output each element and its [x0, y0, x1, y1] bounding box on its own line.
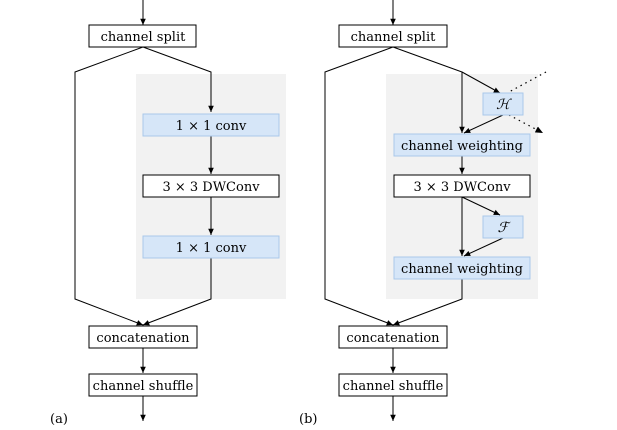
conv1x1-top-node-a: 1 × 1 conv: [142, 113, 280, 137]
channel-shuffle-node-a: channel shuffle: [88, 373, 198, 397]
channel-weighting-bottom-label-b: channel weighting: [401, 262, 523, 277]
concatenation-node-a: concatenation: [88, 325, 198, 349]
subfigure-a: channel split 1 × 1 conv 3 × 3 DWConv 1 …: [50, 0, 286, 427]
edge-f-weight2-b: [463, 237, 504, 257]
channel-shuffle-label-b: channel shuffle: [343, 379, 444, 394]
edge-conv2-concat-a: [142, 258, 212, 326]
concatenation-label-b: concatenation: [346, 331, 440, 346]
caption-a: (a): [50, 412, 68, 427]
h-function-label-b: ℋ: [496, 97, 512, 113]
channel-weighting-bottom-node-b: channel weighting: [393, 256, 531, 280]
dwconv-node-b: 3 × 3 DWConv: [393, 174, 531, 198]
edge-split-left-b: [324, 46, 394, 326]
dwconv-node-a: 3 × 3 DWConv: [142, 174, 280, 198]
edge-split-h-b: [461, 71, 501, 94]
channel-weighting-top-node-b: channel weighting: [393, 133, 531, 157]
conv1x1-bottom-label-a: 1 × 1 conv: [176, 241, 247, 256]
edge-split-left-a: [74, 46, 144, 326]
channel-split-label-b: channel split: [351, 30, 436, 45]
channel-shuffle-label-a: channel shuffle: [93, 379, 194, 394]
dwconv-label-a: 3 × 3 DWConv: [162, 180, 260, 195]
dwconv-label-b: 3 × 3 DWConv: [413, 180, 511, 195]
subfigure-b: channel split ℋ channel weighting 3 × 3 …: [299, 0, 547, 427]
edge-split-right-a: [142, 46, 214, 112]
channel-split-node-b: channel split: [338, 24, 448, 48]
concatenation-node-b: concatenation: [338, 325, 448, 349]
channel-weighting-top-label-b: channel weighting: [401, 139, 523, 154]
caption-b: (b): [299, 412, 317, 427]
conv1x1-top-label-a: 1 × 1 conv: [176, 119, 247, 134]
f-function-label-b: ℱ: [497, 220, 511, 236]
channel-shuffle-node-b: channel shuffle: [338, 373, 448, 397]
f-function-node-b: ℱ: [482, 215, 524, 239]
channel-split-label-a: channel split: [101, 30, 186, 45]
concatenation-label-a: concatenation: [96, 331, 190, 346]
h-function-node-b: ℋ: [482, 92, 524, 116]
edge-dw-f-b: [461, 196, 501, 216]
edge-h-out-dotted-b: [508, 114, 544, 134]
edge-h-weight1-b: [463, 114, 504, 134]
conv1x1-bottom-node-a: 1 × 1 conv: [142, 235, 280, 259]
edge-weight2-concat-b: [392, 279, 463, 326]
channel-split-node-a: channel split: [88, 24, 197, 48]
